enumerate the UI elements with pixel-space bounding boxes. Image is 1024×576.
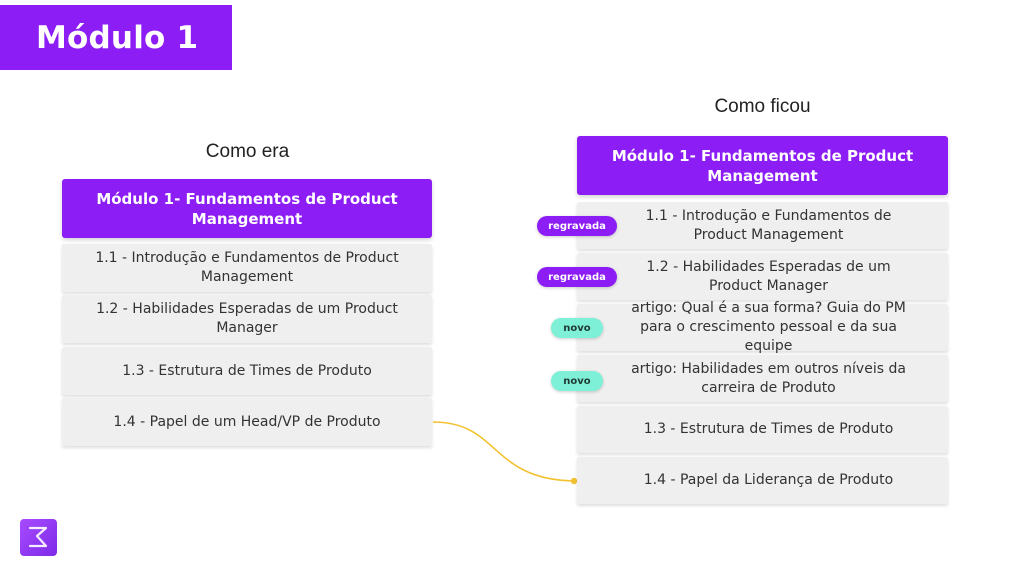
after-item-article-2: artigo: Habilidades em outros níveis da … xyxy=(577,355,948,402)
after-item-1-3: 1.3 - Estrutura de Times de Produto xyxy=(577,406,948,453)
before-item-1-3: 1.3 - Estrutura de Times de Produto xyxy=(62,347,432,395)
badge-novo: novo xyxy=(551,318,603,338)
after-item-article-1: artigo: Qual é a sua forma? Guia do PM p… xyxy=(577,300,948,354)
before-heading: Como era xyxy=(205,141,290,162)
badge-regravada: regravada xyxy=(537,216,617,236)
before-item-1-4: 1.4 - Papel de um Head/VP de Produto xyxy=(62,398,432,446)
badge-regravada: regravada xyxy=(537,267,617,287)
before-module-card: Módulo 1- Fundamentos de Product Managem… xyxy=(62,179,432,238)
module-title-banner: Módulo 1 xyxy=(0,5,232,70)
after-module-card: Módulo 1- Fundamentos de Product Managem… xyxy=(577,136,948,195)
module-title: Módulo 1 xyxy=(36,19,199,56)
after-item-1-4: 1.4 - Papel da Liderança de Produto xyxy=(577,457,948,504)
badge-novo: novo xyxy=(551,371,603,391)
brand-logo-icon xyxy=(20,519,57,556)
after-item-1-1: 1.1 - Introdução e Fundamentos de Produc… xyxy=(577,202,948,249)
before-item-1-2: 1.2 - Habilidades Esperadas de um Produc… xyxy=(62,295,432,343)
after-item-1-2: 1.2 - Habilidades Esperadas de um Produc… xyxy=(577,253,948,300)
after-heading: Como ficou xyxy=(714,96,811,117)
before-item-1-1: 1.1 - Introdução e Fundamentos de Produc… xyxy=(62,244,432,292)
